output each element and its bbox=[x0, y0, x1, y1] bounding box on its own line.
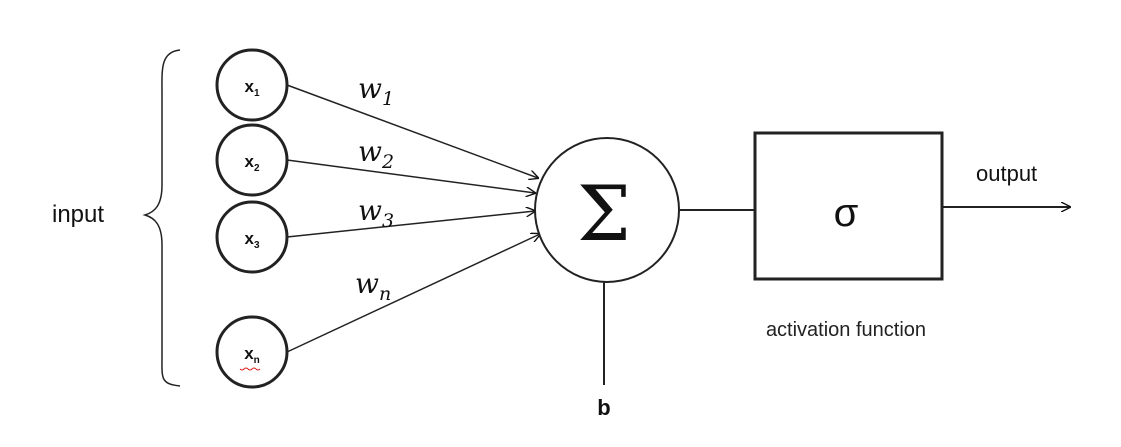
input-node-subscript: 3 bbox=[254, 240, 260, 251]
input-node-label: x bbox=[244, 229, 254, 248]
output-label: output bbox=[976, 161, 1037, 186]
input-node-label: x bbox=[244, 344, 254, 363]
input-node-1: x1 bbox=[215, 48, 289, 122]
input-node-n: xn bbox=[215, 315, 289, 389]
svg-text:x2: x2 bbox=[244, 152, 259, 174]
svg-text:x1: x1 bbox=[244, 77, 259, 99]
connection-line-n bbox=[286, 234, 540, 353]
svg-text:x3: x3 bbox=[244, 229, 259, 251]
sigma-activation-icon: σ bbox=[834, 191, 859, 235]
weight-label-2: w2 bbox=[358, 135, 394, 173]
input-node-subscript: 1 bbox=[254, 88, 260, 99]
svg-text:xn: xn bbox=[244, 344, 260, 366]
input-node-label: x bbox=[244, 152, 254, 171]
activation-function-label: activation function bbox=[766, 319, 926, 341]
connection-line-2 bbox=[286, 159, 535, 193]
input-node-label: x bbox=[244, 77, 254, 96]
sigma-sum-icon: Σ bbox=[577, 169, 631, 258]
weight-label-1: w1 bbox=[358, 72, 394, 110]
weight-label-3: w3 bbox=[358, 194, 394, 232]
spellcheck-underline bbox=[239, 367, 261, 371]
input-brace bbox=[142, 49, 181, 387]
input-label: input bbox=[52, 201, 104, 228]
summation-node: Σ bbox=[534, 137, 680, 283]
input-node-subscript: 2 bbox=[254, 163, 260, 174]
connection-line-1 bbox=[286, 84, 538, 178]
bias-label: b bbox=[597, 395, 610, 420]
input-node-subscript: n bbox=[254, 355, 260, 366]
input-node-2: x2 bbox=[215, 123, 289, 197]
weight-label-n: wn bbox=[355, 267, 391, 305]
connection-line-3 bbox=[286, 211, 535, 238]
activation-box: σ bbox=[753, 131, 944, 281]
input-node-3: x3 bbox=[215, 200, 289, 274]
